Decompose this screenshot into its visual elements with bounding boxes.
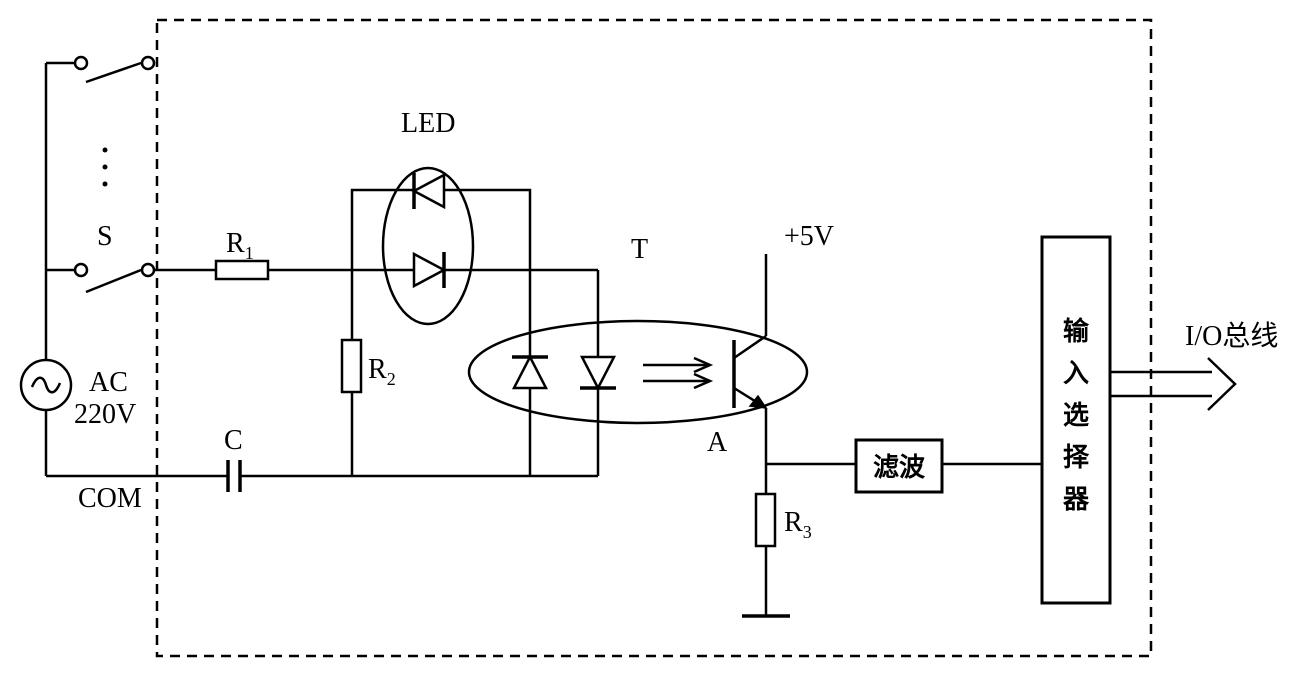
input-selector-label: 输 入 选 择 器 bbox=[1062, 316, 1090, 515]
switch-s bbox=[46, 262, 156, 294]
optocoupler-ellipse bbox=[467, 319, 809, 425]
svg-text:择: 择 bbox=[1063, 443, 1090, 473]
r2-label: R2 bbox=[368, 354, 396, 389]
supply-label: +5V bbox=[784, 221, 834, 252]
svg-text:入: 入 bbox=[1063, 359, 1089, 389]
svg-text:器: 器 bbox=[1062, 485, 1090, 515]
led-diode-top bbox=[411, 172, 446, 210]
filter-label: 滤波 bbox=[873, 453, 926, 483]
sine-wave-icon bbox=[30, 376, 62, 394]
capacitor-label: C bbox=[224, 425, 243, 456]
opto-diode-left bbox=[511, 354, 549, 390]
resistor-r1 bbox=[214, 259, 270, 281]
svg-text:选: 选 bbox=[1063, 401, 1089, 431]
bus-label: I/O总线 bbox=[1185, 320, 1278, 352]
module-boundary bbox=[155, 18, 1153, 658]
r1-label: R1 bbox=[226, 228, 254, 263]
resistor-r2 bbox=[340, 338, 363, 394]
switch-label: S bbox=[97, 221, 113, 252]
r3-label: R3 bbox=[784, 507, 812, 542]
ac-voltage-label: 220V bbox=[74, 399, 136, 430]
led-label: LED bbox=[401, 108, 455, 139]
ac-type-label: AC bbox=[89, 367, 128, 398]
svg-text:输: 输 bbox=[1063, 316, 1090, 347]
led-bypass-wire bbox=[350, 188, 532, 476]
optocoupler-label: T bbox=[631, 234, 648, 265]
resistor-r3 bbox=[754, 492, 777, 548]
com-label: COM bbox=[78, 483, 142, 514]
ellipsis-dots bbox=[102, 147, 108, 187]
hollow-arrow-icon bbox=[1110, 357, 1237, 411]
switch-top bbox=[46, 55, 156, 84]
opto-diode-right bbox=[579, 355, 617, 391]
light-arrows-icon bbox=[643, 356, 714, 390]
node-a-label: A bbox=[707, 427, 728, 458]
input-selector-box bbox=[1040, 235, 1112, 605]
filter-box bbox=[854, 438, 944, 494]
phototransistor bbox=[732, 334, 768, 410]
led-diode-bottom bbox=[412, 251, 447, 289]
led-ellipse bbox=[381, 166, 475, 326]
